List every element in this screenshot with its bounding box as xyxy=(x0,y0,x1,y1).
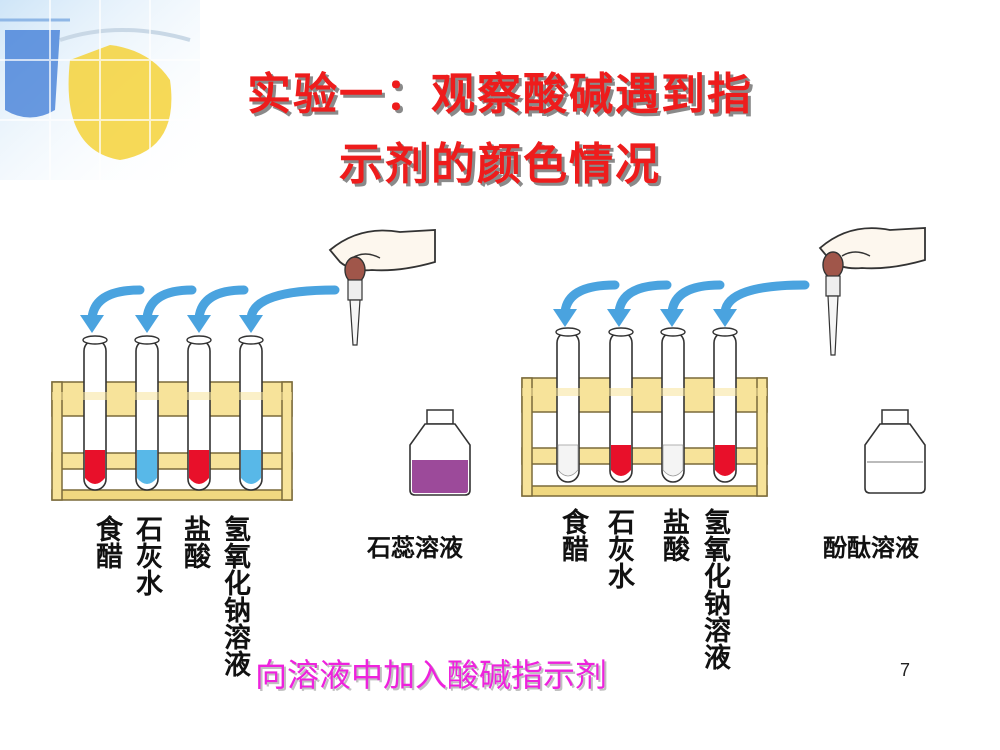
right-tube-3 xyxy=(660,327,686,483)
left-drop-arrows xyxy=(87,285,340,323)
left-label-limewater: 石灰水 xyxy=(131,515,162,596)
litmus-bottle-icon xyxy=(409,409,471,496)
right-experiment xyxy=(521,227,926,497)
left-experiment xyxy=(51,229,471,501)
right-rack-post-right xyxy=(756,377,768,497)
corner-glassware-image xyxy=(0,0,200,180)
right-tube-2 xyxy=(608,327,634,483)
left-rack-base xyxy=(51,489,293,501)
right-label-vinegar: 食醋 xyxy=(557,508,588,562)
left-tube-4 xyxy=(238,335,264,491)
left-rack-post-left xyxy=(51,381,63,501)
caption-add-indicator: 向溶液中加入酸碱指示剂 xyxy=(255,656,608,694)
left-tube-1 xyxy=(82,335,108,491)
left-tube-2 xyxy=(134,335,160,491)
right-dropper-hand-icon xyxy=(818,227,926,356)
beaker-blue-icon xyxy=(0,18,70,118)
left-indicator-label: 石蕊溶液 xyxy=(367,533,463,562)
right-rack-post-left xyxy=(521,377,533,497)
right-indicator-label: 酚酞溶液 xyxy=(823,533,919,562)
right-tube-1 xyxy=(555,327,581,483)
right-drop-arrows xyxy=(560,280,810,317)
flask-yellow-icon xyxy=(59,28,191,160)
page-number: 7 xyxy=(900,660,911,680)
left-rack-post-right xyxy=(281,381,293,501)
phenolphthalein-bottle-icon xyxy=(864,409,926,494)
left-label-vinegar: 食醋 xyxy=(91,515,122,569)
left-dropper-hand-icon xyxy=(328,229,436,346)
right-label-limewater: 石灰水 xyxy=(603,508,634,589)
right-label-hydrochloric-acid: 盐酸 xyxy=(658,508,689,562)
right-label-sodium-hydroxide: 氢氧化钠溶液 xyxy=(699,508,730,670)
left-label-sodium-hydroxide: 氢氧化钠溶液 xyxy=(219,515,250,677)
title-line-1: 实验一：观察酸碱遇到指 xyxy=(247,69,753,120)
right-arrow-heads xyxy=(553,309,737,327)
right-tube-4 xyxy=(712,327,738,483)
left-arrow-heads xyxy=(80,315,263,333)
left-label-hydrochloric-acid: 盐酸 xyxy=(179,515,210,569)
title-line-2: 示剂的颜色情况 xyxy=(339,139,661,190)
right-rack-base xyxy=(521,485,768,497)
left-tube-3 xyxy=(186,335,212,491)
